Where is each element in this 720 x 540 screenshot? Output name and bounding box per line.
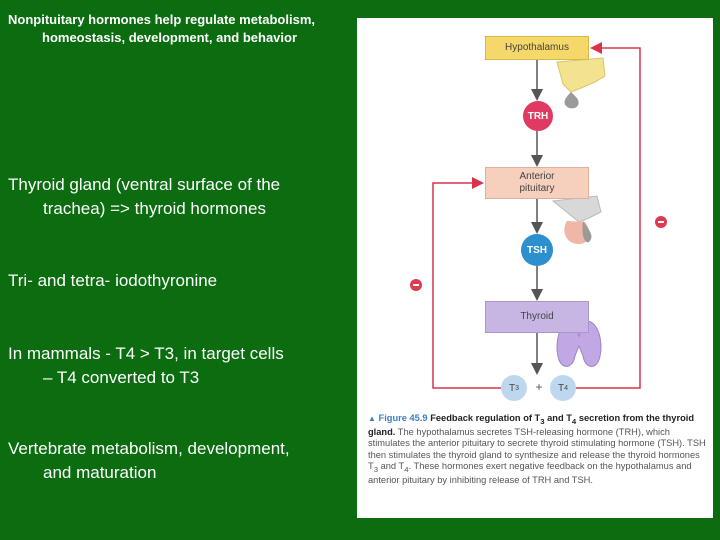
trh-circle: TRH	[523, 101, 553, 131]
slide-title: Nonpituitary hormones help regulate meta…	[8, 11, 353, 47]
figure-caption: ▲ Figure 45.9 Feedback regulation of T3 …	[368, 413, 708, 487]
slide-title-line-1: Nonpituitary hormones help regulate meta…	[8, 12, 315, 27]
pituitary-illustration-small	[564, 92, 579, 109]
bullet-vertebrate-metabolism: Vertebrate metabolism, development, and …	[8, 437, 353, 485]
feedback-line-to-pituitary	[432, 177, 501, 389]
bullet-thyroid-gland: Thyroid gland (ventral surface of the tr…	[8, 173, 353, 221]
anterior-pituitary-label-line-1: Anterior	[519, 171, 555, 182]
bullet-iodothyronine-line-1: Tri- and tetra- iodothyronine	[8, 271, 218, 290]
bullet-thyroid-gland-line-1: Thyroid gland (ventral surface of the	[8, 175, 281, 194]
anterior-pituitary-label-line-2: pituitary	[519, 183, 555, 194]
bullet-vertebrate-metabolism-line-2: and maturation	[43, 463, 157, 482]
feedback-line-to-hypothalamus	[576, 42, 641, 389]
hypothalamus-illustration	[556, 57, 606, 93]
tsh-circle: TSH	[521, 234, 553, 266]
feedback-diagram-lines	[432, 42, 641, 389]
caption-body: The hypothalamus secretes TSH-releasing …	[368, 427, 706, 486]
inhibition-minus-icon-hypothalamus	[655, 216, 667, 228]
inhibition-minus-icon-pituitary	[410, 279, 422, 291]
t3-subscript: 3	[515, 384, 519, 392]
t3-letter: T	[508, 382, 516, 394]
posterior-pituitary-illustration	[582, 221, 592, 243]
slide-title-line-2: homeostasis, development, and behavior	[42, 30, 298, 45]
caption-triangle-icon: ▲	[368, 414, 376, 423]
thyroid-box: Thyroid	[485, 301, 589, 333]
t4-subscript: 4	[564, 384, 568, 392]
bullet-thyroid-gland-line-2: trachea) => thyroid hormones	[43, 199, 267, 218]
plus-sign: +	[535, 380, 543, 394]
thyroid-feedback-figure: Hypothalamus TRH Anterior pituitary TSH …	[357, 18, 713, 518]
bullet-mammals-line-2: – T4 converted to T3	[43, 368, 200, 387]
caption-title: Feedback regulation of T3 and T4 secreti…	[368, 413, 695, 438]
bullet-mammals-line-1: In mammals - T4 > T3, in target cells	[8, 344, 284, 363]
bullet-iodothyronine: Tri- and tetra- iodothyronine	[8, 269, 353, 293]
bullet-mammals: In mammals - T4 > T3, in target cells – …	[8, 342, 353, 390]
anterior-pituitary-box: Anterior pituitary	[485, 167, 589, 199]
caption-figure-label: Figure 45.9	[378, 413, 428, 423]
t4-letter: T	[557, 382, 565, 394]
hypothalamus-box: Hypothalamus	[485, 36, 589, 60]
bullet-vertebrate-metabolism-line-1: Vertebrate metabolism, development,	[8, 439, 290, 458]
pituitary-stalk-illustration	[551, 195, 602, 223]
